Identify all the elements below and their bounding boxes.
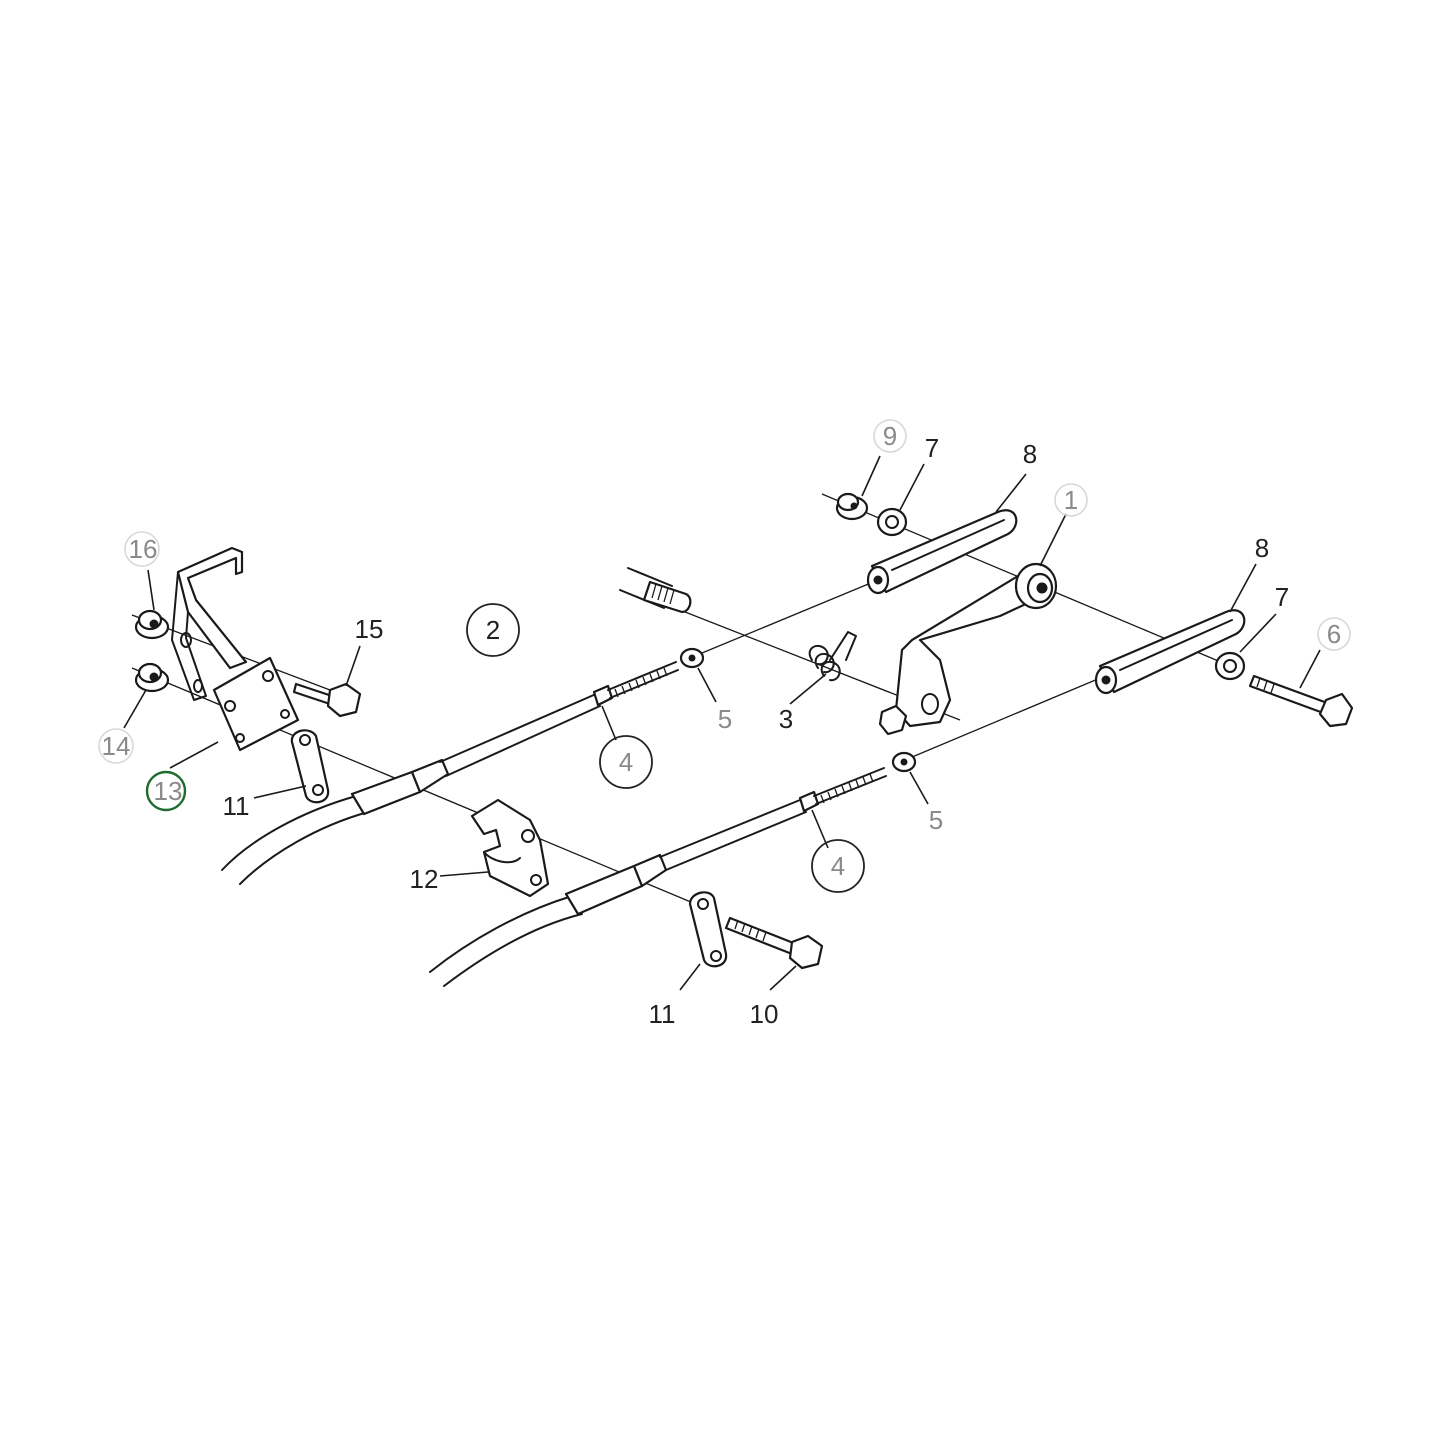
link-plate-lower bbox=[688, 891, 728, 968]
lock-nut-upper bbox=[679, 647, 705, 669]
lock-nut-lower bbox=[891, 751, 917, 773]
callout-8-top[interactable]: 8 bbox=[1023, 439, 1037, 469]
callout-5-upper[interactable]: 5 bbox=[718, 704, 732, 734]
control-cable-upper bbox=[221, 661, 679, 885]
callout-4-lower[interactable]: 4 bbox=[831, 851, 845, 881]
callout-11-lower[interactable]: 11 bbox=[649, 999, 676, 1029]
callout-10[interactable]: 10 bbox=[750, 999, 779, 1029]
callout-5-lower[interactable]: 5 bbox=[929, 805, 943, 835]
callout-12[interactable]: 12 bbox=[410, 864, 439, 894]
callout-leaders bbox=[123, 455, 1321, 991]
callout-16[interactable]: 16 bbox=[129, 534, 158, 564]
callout-4-upper[interactable]: 4 bbox=[619, 747, 633, 777]
cable-clamp-block bbox=[470, 798, 550, 898]
adjusting-link-upper bbox=[866, 509, 1018, 595]
flange-nut-lower bbox=[134, 662, 170, 693]
bell-crank-lever bbox=[878, 562, 1058, 736]
hex-bolt-long bbox=[724, 916, 824, 970]
callout-labels: 1 2 3 4 4 5 5 6 7 7 8 8 9 10 11 11 12 13… bbox=[102, 421, 1342, 1029]
flange-nut-top bbox=[835, 492, 869, 521]
mounting-bracket bbox=[171, 546, 248, 701]
hex-bolt-left bbox=[292, 682, 362, 718]
callout-9[interactable]: 9 bbox=[883, 421, 897, 451]
callout-11-upper[interactable]: 11 bbox=[223, 791, 250, 821]
callout-7-top[interactable]: 7 bbox=[925, 433, 939, 463]
callout-7-right[interactable]: 7 bbox=[1275, 582, 1289, 612]
callout-3[interactable]: 3 bbox=[779, 704, 793, 734]
hex-bolt-right bbox=[1248, 674, 1354, 728]
callout-rings bbox=[98, 419, 1351, 893]
washer-right bbox=[1214, 651, 1246, 681]
callout-8-right[interactable]: 8 bbox=[1255, 533, 1269, 563]
callout-1[interactable]: 1 bbox=[1064, 485, 1078, 515]
callout-15[interactable]: 15 bbox=[355, 614, 384, 644]
callout-13-selected[interactable]: 13 bbox=[154, 776, 183, 806]
flange-nut-upper bbox=[134, 609, 170, 640]
callout-14[interactable]: 14 bbox=[102, 731, 131, 761]
cable-mounting-plate bbox=[212, 656, 300, 752]
washer-top bbox=[876, 507, 908, 537]
callout-6[interactable]: 6 bbox=[1327, 619, 1341, 649]
torsion-spring bbox=[808, 631, 857, 682]
control-cable-lower bbox=[429, 767, 887, 987]
link-plate-upper bbox=[290, 729, 330, 804]
pivot-shaft bbox=[619, 567, 692, 614]
callout-2[interactable]: 2 bbox=[486, 615, 500, 645]
adjusting-link-lower bbox=[1094, 609, 1246, 695]
assembly-axis-lines bbox=[131, 493, 1236, 906]
